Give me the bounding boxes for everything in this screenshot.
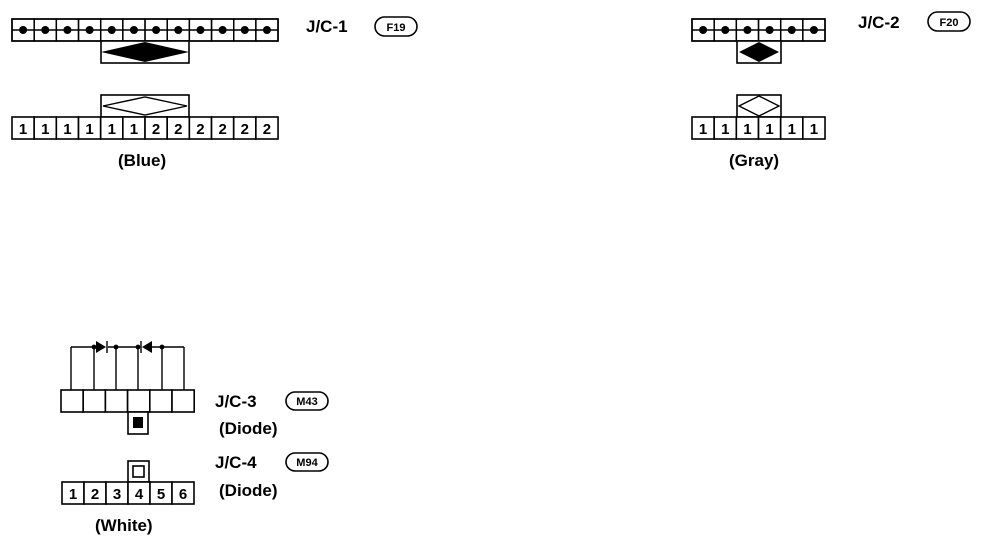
jc1-terminal-dot: [107, 26, 116, 34]
jc1-pin-cell: [255, 116, 279, 140]
jc1-pin-number: 2: [241, 121, 249, 138]
jc2-pin-number: 1: [721, 121, 729, 138]
jc3-lock-square: [133, 417, 143, 428]
jc1-cavity: [255, 18, 279, 42]
jc2-pin-cell: [802, 116, 826, 140]
jc2-pin-number: 1: [699, 121, 707, 138]
jc1-name-label: J/C-1: [306, 17, 348, 36]
jc1-pin-number: 2: [152, 121, 160, 138]
jc1-terminal-dot: [196, 26, 205, 34]
jc1-top-lock-diamond: [101, 42, 189, 62]
jc1-code-label: F19: [387, 22, 406, 34]
jc2-terminal-dot: [787, 26, 796, 34]
jc4-pin-number: 6: [179, 486, 187, 503]
jc4-pin-number: 1: [69, 486, 77, 503]
jc2-code-label: F20: [940, 17, 959, 29]
jc3-cavity: [149, 389, 173, 413]
jc3-cavity: [126, 389, 151, 413]
jc3-cavity: [104, 389, 129, 413]
jc4-type-label: (Diode): [219, 481, 278, 500]
jc3-cavity: [82, 389, 107, 413]
jc2-name-label: J/C-2: [858, 13, 900, 32]
jc4-color-label: (White): [95, 516, 153, 535]
jc2-terminal-dot: [743, 26, 752, 34]
jc4-code-label: M94: [296, 457, 318, 469]
jc1-pin-number: 2: [263, 121, 271, 138]
jc1-terminal-dot: [152, 26, 161, 34]
jc3-code-badge: [285, 391, 329, 411]
jc3-cavity: [60, 389, 85, 413]
jc3-code-label: M43: [296, 396, 317, 408]
jc2-pin-number: 1: [788, 121, 796, 138]
jc2-top-lock-diamond: [739, 42, 779, 62]
jc3-group: J/C-3 M43 (Diode): [60, 341, 329, 438]
jc3-cavity: [171, 389, 196, 413]
jc4-pin-number: 5: [157, 486, 165, 503]
jc4-pin-number: 4: [135, 486, 144, 503]
jc3-diode-1-icon: [96, 341, 106, 353]
jc2-pin-number: 1: [810, 121, 818, 138]
jc4-pin-number: 2: [91, 486, 99, 503]
jc3-name-label: J/C-3: [215, 392, 257, 411]
jc2-terminal-dot: [721, 26, 730, 34]
jc1-terminal-dot: [174, 26, 183, 34]
jc3-connector-cells: [60, 389, 196, 413]
jc1-pin-number: 2: [196, 121, 204, 138]
jc1-top-cells: [11, 18, 279, 42]
jc2-pin-number: 1: [743, 121, 751, 138]
jc2-cavity: [802, 18, 826, 42]
jc1-harness-side: [11, 18, 279, 64]
jc2-harness-side: [691, 18, 826, 64]
jc1-terminal-dot: [129, 26, 138, 34]
jc2-terminal-dot: [699, 26, 708, 34]
jc4-code-badge: [285, 452, 329, 472]
jc4-name-label: J/C-4: [215, 453, 257, 472]
jc1-pin-number: 2: [218, 121, 226, 138]
jc3-type-label: (Diode): [219, 419, 278, 438]
jc4-pin-cell: [171, 481, 195, 505]
jc2-terminal-dot: [809, 26, 818, 34]
jc1-terminal-dot: [240, 26, 249, 34]
jc1-pin-number: 1: [41, 121, 49, 138]
jc2-code-badge: [927, 11, 971, 32]
jc1-terminal-dot: [63, 26, 72, 34]
jc4-lock-square: [132, 465, 145, 478]
jc1-pin-number: 2: [174, 121, 182, 138]
jc2-color-label: (Gray): [729, 151, 779, 170]
jc1-terminal-dot: [85, 26, 94, 34]
jc1-pin-number: 1: [19, 121, 27, 138]
jc4-pin-number: 3: [113, 486, 121, 503]
jc1-terminal-dot: [262, 26, 271, 34]
jc1-terminal-dot: [41, 26, 50, 34]
jc2-pin-number: 1: [765, 121, 773, 138]
jc1-pin-number: 1: [63, 121, 71, 138]
jc1-terminal-dot: [19, 26, 28, 34]
jc1-color-label: (Blue): [118, 151, 166, 170]
jc1-bottom-lock-diamond: [102, 96, 188, 116]
jc1-pin-number: 1: [108, 121, 116, 138]
jc2-bottom-lock-diamond: [737, 95, 781, 117]
jc1-code-badge: [374, 16, 418, 37]
jc3-diode-2-icon: [142, 341, 152, 353]
jc2-terminal-dot: [765, 26, 774, 34]
jc1-pin-number: 1: [85, 121, 93, 138]
jc1-pin-number: 1: [130, 121, 138, 138]
jc1-terminal-dot: [218, 26, 227, 34]
jc3-diode-circuit: [70, 341, 185, 390]
